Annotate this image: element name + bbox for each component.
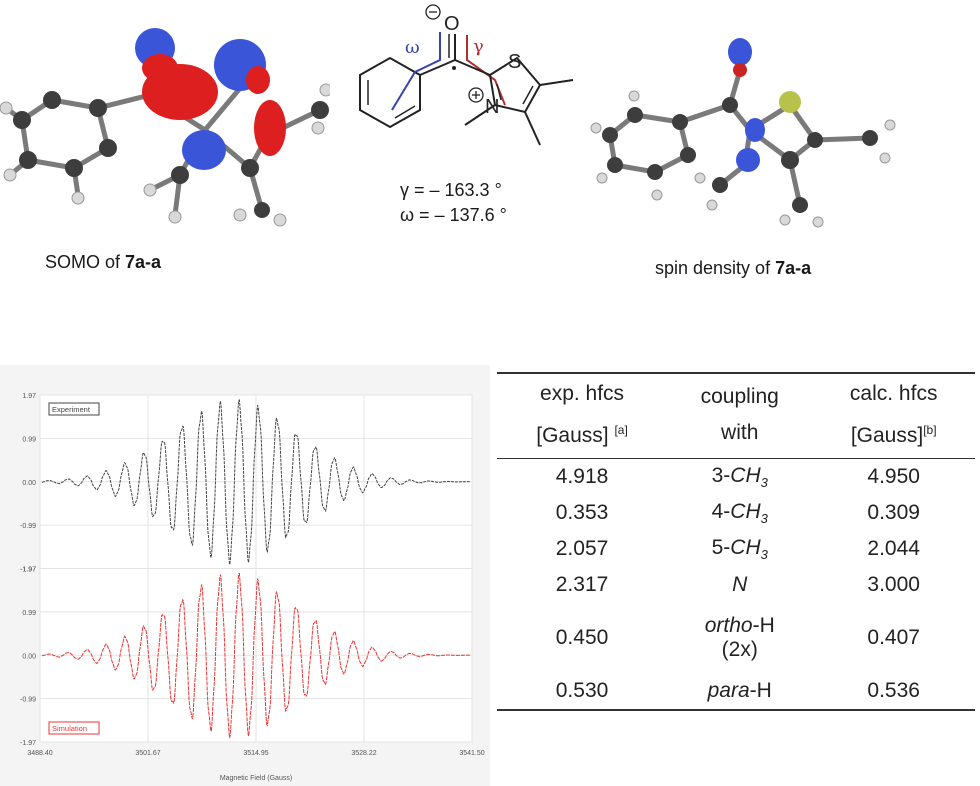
coupling-group: CH [730, 499, 761, 523]
table-row: 4.918 3-CH3 4.950 [497, 459, 975, 496]
cell-coupling: para-H [667, 673, 813, 711]
y-tick-label: 0.00 [22, 653, 36, 660]
x-tick-label: 3514.95 [243, 750, 268, 757]
omega-angle-value: ω = – 137.6 ° [400, 205, 507, 225]
negative-charge-icon [425, 4, 441, 20]
cell-calc-hfcs: 0.536 [812, 673, 975, 711]
gamma-angle-value: γ = – 163.3 ° [400, 180, 502, 200]
coupling-prefix: 5- [711, 535, 731, 559]
coupling-subscript: 3 [760, 511, 768, 527]
coupling-subscript: 3 [760, 475, 768, 491]
spectrum-trace-simulation [41, 572, 470, 739]
coupling-prefix: 3- [711, 463, 731, 487]
table-row: 2.057 5-CH3 2.044 [497, 531, 975, 567]
cell-calc-hfcs: 2.044 [867, 537, 920, 560]
coupling-group: CH [730, 535, 761, 559]
y-tick-label: -0.99 [20, 523, 36, 530]
somo-caption: SOMO of 7a-a [45, 252, 161, 273]
cell-coupling: N [667, 567, 812, 603]
grid-lines [39, 394, 473, 743]
coupling-group: CH [730, 463, 761, 487]
coupling-group: N [732, 573, 748, 596]
somo-lobes [135, 28, 286, 170]
thiazole-ring [488, 56, 542, 114]
cell-calc-hfcs: 0.309 [867, 501, 920, 524]
cell-exp-hfcs: 0.530 [497, 673, 668, 711]
x-axis-label: Magnetic Field (Gauss) [220, 775, 292, 782]
cell-calc-hfcs: 3.000 [867, 573, 920, 596]
cell-exp-hfcs: 0.353 [555, 501, 609, 524]
spin-density-figure [590, 38, 896, 228]
omega-label: ω [405, 37, 420, 58]
y-tick-label: -1.97 [20, 740, 36, 747]
spin-density-caption: spin density of 7a-a [655, 258, 811, 279]
cell-coupling: 3-CH3 [667, 459, 812, 496]
y-tick-label: 0.99 [22, 610, 36, 617]
x-tick-label: 3541.50 [459, 750, 484, 757]
oxygen-label: O [444, 13, 460, 35]
cell-coupling: 4-CH3 [667, 495, 812, 531]
legend-box-simulation [48, 721, 100, 735]
header-exp-hfcs: exp. hfcs[Gauss] [a] [497, 370, 668, 459]
coupling-group: ortho [704, 614, 753, 637]
cell-exp-hfcs: 4.918 [555, 465, 609, 488]
cell-exp-hfcs: 2.317 [555, 573, 609, 596]
cell-coupling: 5-CH3 [667, 531, 812, 567]
radical-dot [452, 66, 456, 70]
sulfur-label: S [508, 51, 521, 73]
x-tick-label: 3488.40 [27, 750, 52, 757]
legend-label-simulation: Simulation [52, 724, 87, 733]
coupling-group: para [707, 679, 750, 702]
y-tick-label: 1.97 [22, 567, 36, 574]
cell-exp-hfcs: 0.450 [555, 626, 609, 649]
gamma-label: γ [473, 36, 484, 57]
table-row: 2.317 N 3.000 [497, 567, 975, 603]
somo-molecule-figure [0, 28, 330, 227]
spin-caption-prefix: spin density of [655, 258, 776, 278]
somo-caption-prefix: SOMO of [45, 252, 126, 272]
cell-coupling: ortho-H(2x) [667, 603, 812, 673]
spectrum-trace-experiment [41, 399, 470, 565]
gamma-dihedral-path [466, 35, 506, 106]
epr-spectrum-chart: 1.970.990.00-0.99-1.971.970.990.00-0.99-… [0, 365, 490, 786]
x-tick-label: 3501.67 [135, 750, 160, 757]
y-tick-label: -1.97 [20, 567, 36, 574]
somo-caption-compound: 7a-a [125, 252, 162, 272]
y-tick-label: 1.97 [22, 393, 36, 400]
structural-formula: ω γ O S N [359, 4, 574, 146]
legend-label-experiment: Experiment [52, 405, 91, 414]
coupling-suffix: -H [749, 679, 772, 702]
spin-lobe [728, 38, 752, 66]
coupling-multiplicity: (2x) [721, 638, 758, 661]
coupling-prefix: 4- [711, 499, 731, 523]
omega-dihedral-path [391, 32, 441, 111]
legend-box-experiment [48, 402, 100, 416]
x-tick-label: 3528.22 [351, 750, 376, 757]
table-row: 0.353 4-CH3 0.309 [497, 495, 975, 531]
cell-calc-hfcs: 4.950 [867, 465, 920, 488]
header-calc-hfcs: calc. hfcs[Gauss][b] [812, 370, 975, 459]
nitrogen-label: N [485, 96, 499, 118]
positive-charge-icon [468, 87, 484, 103]
coupling-subscript: 3 [760, 547, 768, 563]
cell-exp-hfcs: 2.057 [555, 537, 609, 560]
y-tick-label: 0.99 [22, 436, 36, 443]
y-tick-label: 0.00 [22, 480, 36, 487]
benzene-ring [359, 56, 421, 129]
somo-atoms [0, 83, 330, 227]
y-tick-label: -0.99 [20, 697, 36, 704]
cell-calc-hfcs: 0.407 [867, 626, 920, 649]
spin-caption-compound: 7a-a [775, 258, 812, 278]
coupling-suffix: -H [752, 614, 775, 637]
table-row: 0.450 ortho-H(2x) 0.407 [497, 603, 975, 673]
